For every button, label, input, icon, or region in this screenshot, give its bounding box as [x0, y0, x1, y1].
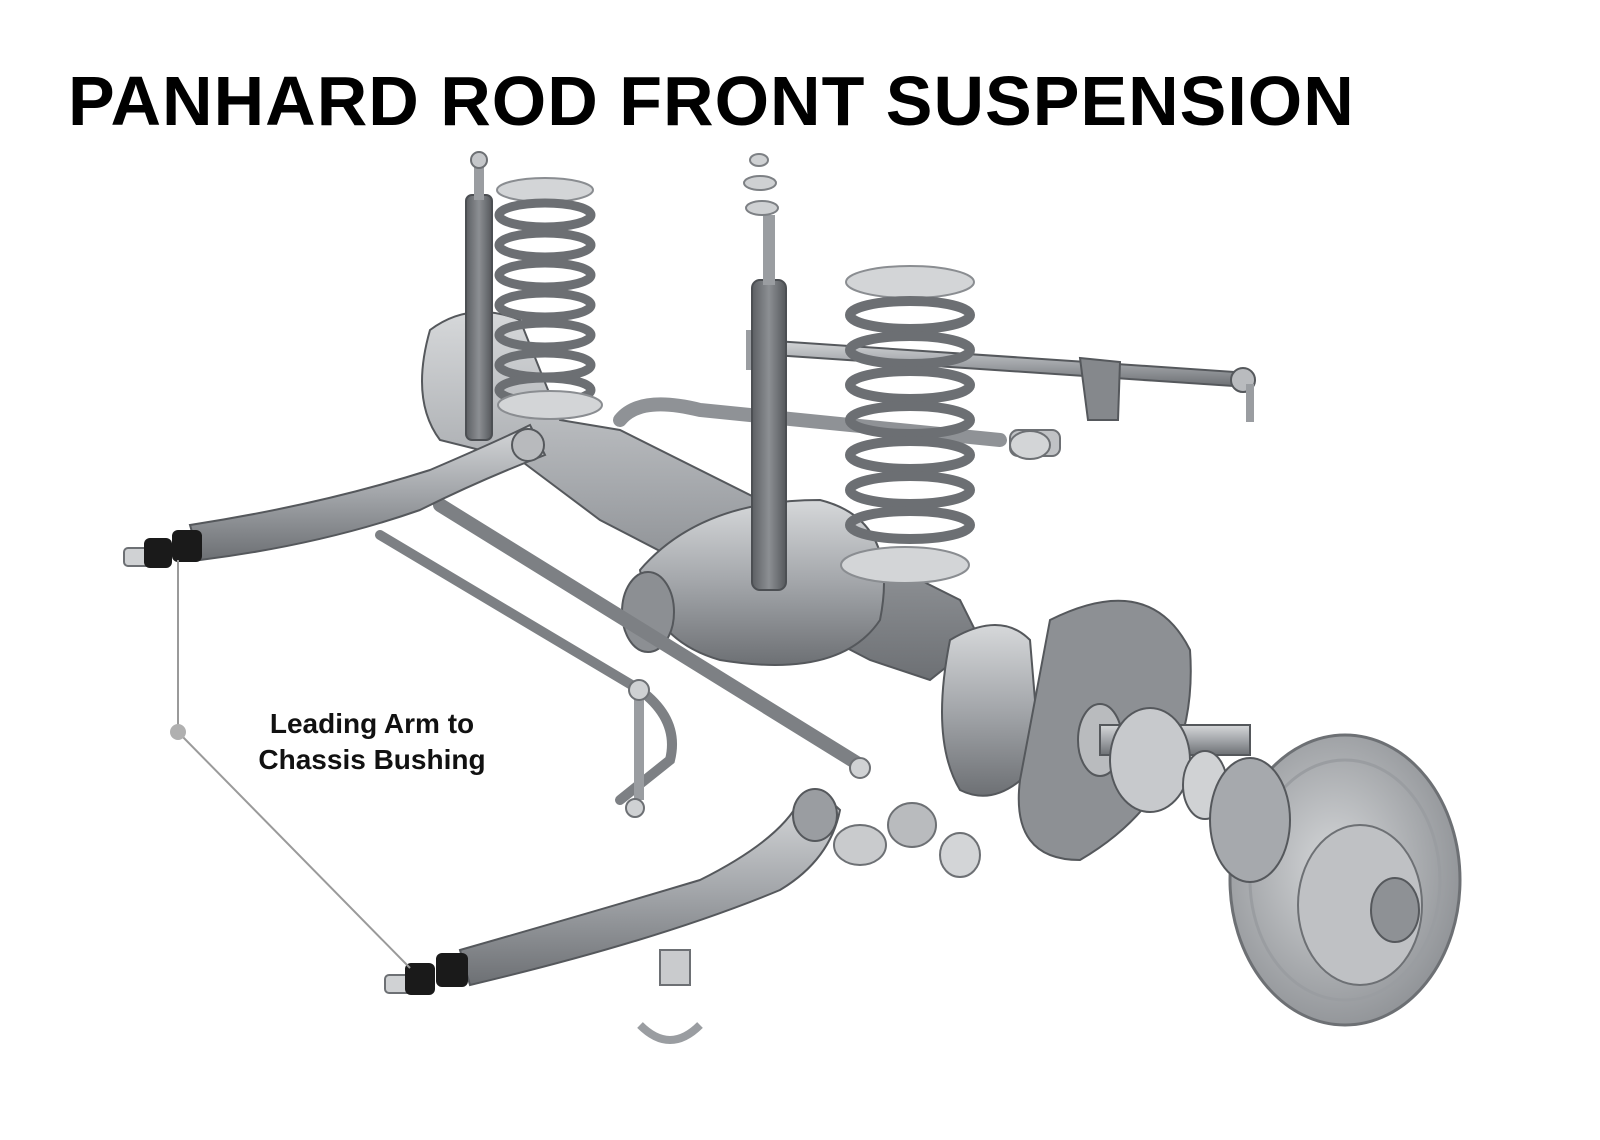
right-shock-absorber — [743, 153, 787, 591]
upper-leading-arm — [123, 423, 547, 567]
lower-chassis-bushing — [405, 953, 468, 995]
sway-bar — [613, 397, 1061, 457]
callout-line-1: Leading Arm to — [269, 708, 475, 739]
hub-assembly — [1077, 703, 1251, 820]
brake-disc — [1209, 733, 1462, 1027]
callout-line-2: Chassis Bushing — [258, 744, 486, 775]
right-coil-spring — [840, 265, 975, 584]
sway-bar-link — [625, 679, 703, 1044]
track-rod — [746, 330, 1256, 422]
callout-leading-arm-bushing: Leading Arm to Chassis Bushing — [222, 706, 522, 778]
loose-bushings — [833, 430, 1051, 878]
left-coil-spring — [494, 177, 603, 420]
page-title: PANHARD ROD FRONT SUSPENSION — [68, 62, 1355, 140]
callout-leader — [170, 560, 411, 969]
left-shock-absorber — [465, 151, 493, 441]
upper-chassis-bushing — [144, 530, 202, 568]
